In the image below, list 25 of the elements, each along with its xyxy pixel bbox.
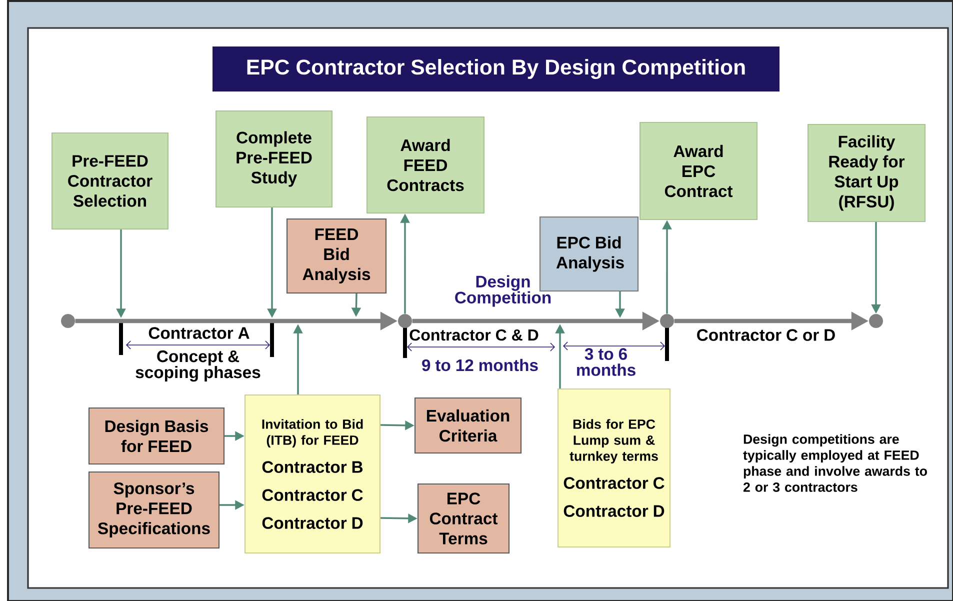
phase-label: Concept & scoping phases: [136, 350, 260, 382]
task-box: Evaluation Criteria: [414, 397, 522, 454]
contractor-label: Contractor A: [148, 327, 250, 339]
timeline-dot: [869, 314, 883, 328]
contractor-label: Contractor C or D: [697, 329, 835, 341]
bid-box: Invitation to Bid (ITB) for FEED Contractor B Contractor C Contractor D: [244, 394, 381, 554]
duration-label: 3 to 6 months: [577, 348, 636, 376]
timeline-dot: [61, 314, 75, 328]
bid-box: Bids for EPC Lump sum & turnkey terms Contractor C Contractor D: [557, 388, 671, 548]
task-box: FEED Bid Analysis: [286, 218, 387, 294]
task-box: EPC Bid Analysis: [539, 216, 639, 292]
timeline-dot: [660, 314, 674, 328]
milestone-box: Complete Pre-FEED Study: [215, 110, 333, 208]
task-box: Sponsor’s Pre-FEED Specifications: [88, 471, 220, 549]
milestone-box: Pre-FEED Contractor Selection: [51, 132, 169, 230]
title-banner: EPC Contractor Selection By Design Competition: [212, 46, 780, 92]
contractor-label: Contractor C & D: [410, 329, 538, 341]
timeline-dot: [398, 314, 412, 328]
task-box: EPC Contract Terms: [417, 483, 510, 554]
note-text: Design competitions are typically employed at FEED phase and involve awards to 2 or 3 contractors: [743, 434, 927, 492]
milestone-box: Award FEED Contracts: [366, 116, 485, 214]
task-box: Design Basis for FEED: [88, 407, 225, 465]
duration-label: 9 to 12 months: [422, 358, 538, 372]
milestone-box: Award EPC Contract: [639, 122, 758, 220]
milestone-box: Facility Ready for Start Up (RFSU): [807, 124, 926, 222]
